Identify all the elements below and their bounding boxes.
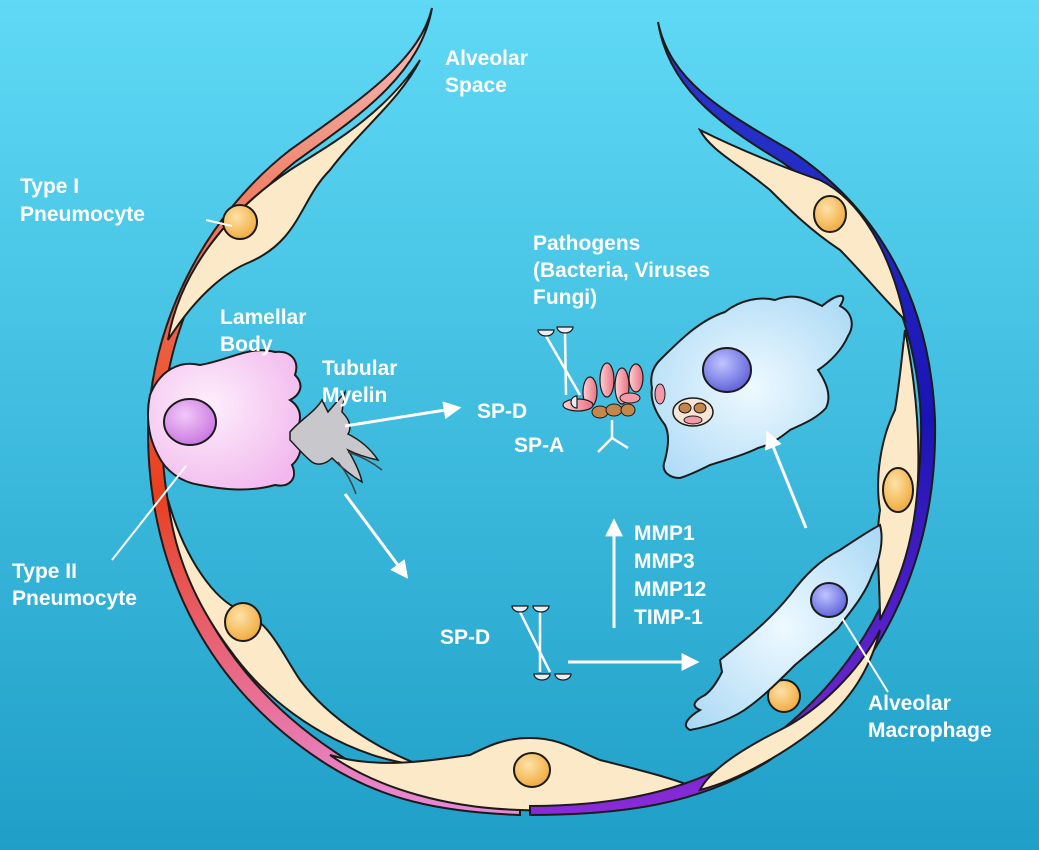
macrophage-upper-nucleus (702, 347, 752, 393)
label-pathogens: Pathogens (Bacteria, Viruses Fungi) (533, 232, 716, 309)
macrophage-lower (684, 523, 883, 732)
tubular-myelin (289, 389, 383, 495)
type2-pneumocyte (147, 349, 302, 491)
type1-nucleus-upper (222, 204, 258, 240)
label-type2-pneumocyte: Type II Pneumocyte (12, 560, 137, 610)
pathogen (619, 392, 641, 404)
macrophage-lower-nucleus (810, 582, 848, 618)
pathogen (628, 363, 644, 393)
label-type1-pneumocyte: Type I Pneumocyte (20, 175, 145, 226)
pointer-macrophage (841, 617, 889, 693)
phagosome-particle (678, 402, 692, 414)
phagosome-pathogen (683, 415, 703, 425)
label-lamellar-body: Lamellar Body (220, 306, 312, 356)
type1-cell-upper-left (167, 59, 421, 341)
pathogen (562, 398, 594, 412)
spd-molecule-bottom (511, 605, 572, 681)
label-alveolar-space: Alveolar Space (445, 47, 534, 97)
macrophage-upper-body (650, 294, 853, 480)
arrow-to-spd (344, 401, 462, 428)
left-alveolar-wall (146, 7, 703, 817)
type2-nucleus (163, 398, 217, 446)
type1-nucleus-lower-right (767, 679, 801, 713)
label-spa: SP-A (514, 434, 564, 457)
pointer-type2 (111, 465, 187, 561)
fungal-particle (605, 403, 623, 417)
fungal-particle (620, 403, 636, 417)
type1-nucleus-bottom (513, 752, 551, 788)
type1-cell-upper-right (697, 127, 907, 324)
phagosome-particle (693, 402, 707, 414)
labels: Alveolar Space Type I Pneumocyte Lamella… (12, 47, 992, 742)
pathogen-cluster (537, 326, 644, 453)
type1-cell-lower-right (698, 629, 881, 792)
macrophage-lower-body (684, 523, 883, 732)
label-spd-bottom: SP-D (440, 626, 490, 649)
right-alveolar-wall (529, 21, 937, 817)
arrow-macrophage-up (765, 430, 808, 529)
fungal-particle (591, 405, 609, 419)
type1-nucleus-lower (224, 602, 262, 642)
type1-nucleus-upper-right (813, 195, 847, 233)
pathogen (654, 383, 666, 405)
label-alveolar-macrophage: Alveolar Macrophage (868, 692, 992, 742)
pathogen (599, 362, 615, 398)
spd-molecule-top (537, 326, 582, 409)
type1-nucleus-right-middle (882, 467, 914, 513)
label-tubular-myelin: Tubular Myelin (322, 357, 403, 407)
label-spd-top: SP-D (477, 400, 527, 423)
macrophage-upper (650, 294, 853, 480)
label-mmps: MMP1 MMP3 MMP12 TIMP-1 (634, 522, 712, 629)
pointer-type1 (205, 219, 233, 227)
spa-molecule (597, 420, 629, 453)
arrows (111, 219, 889, 693)
arrow-to-lower-spd (343, 493, 409, 579)
